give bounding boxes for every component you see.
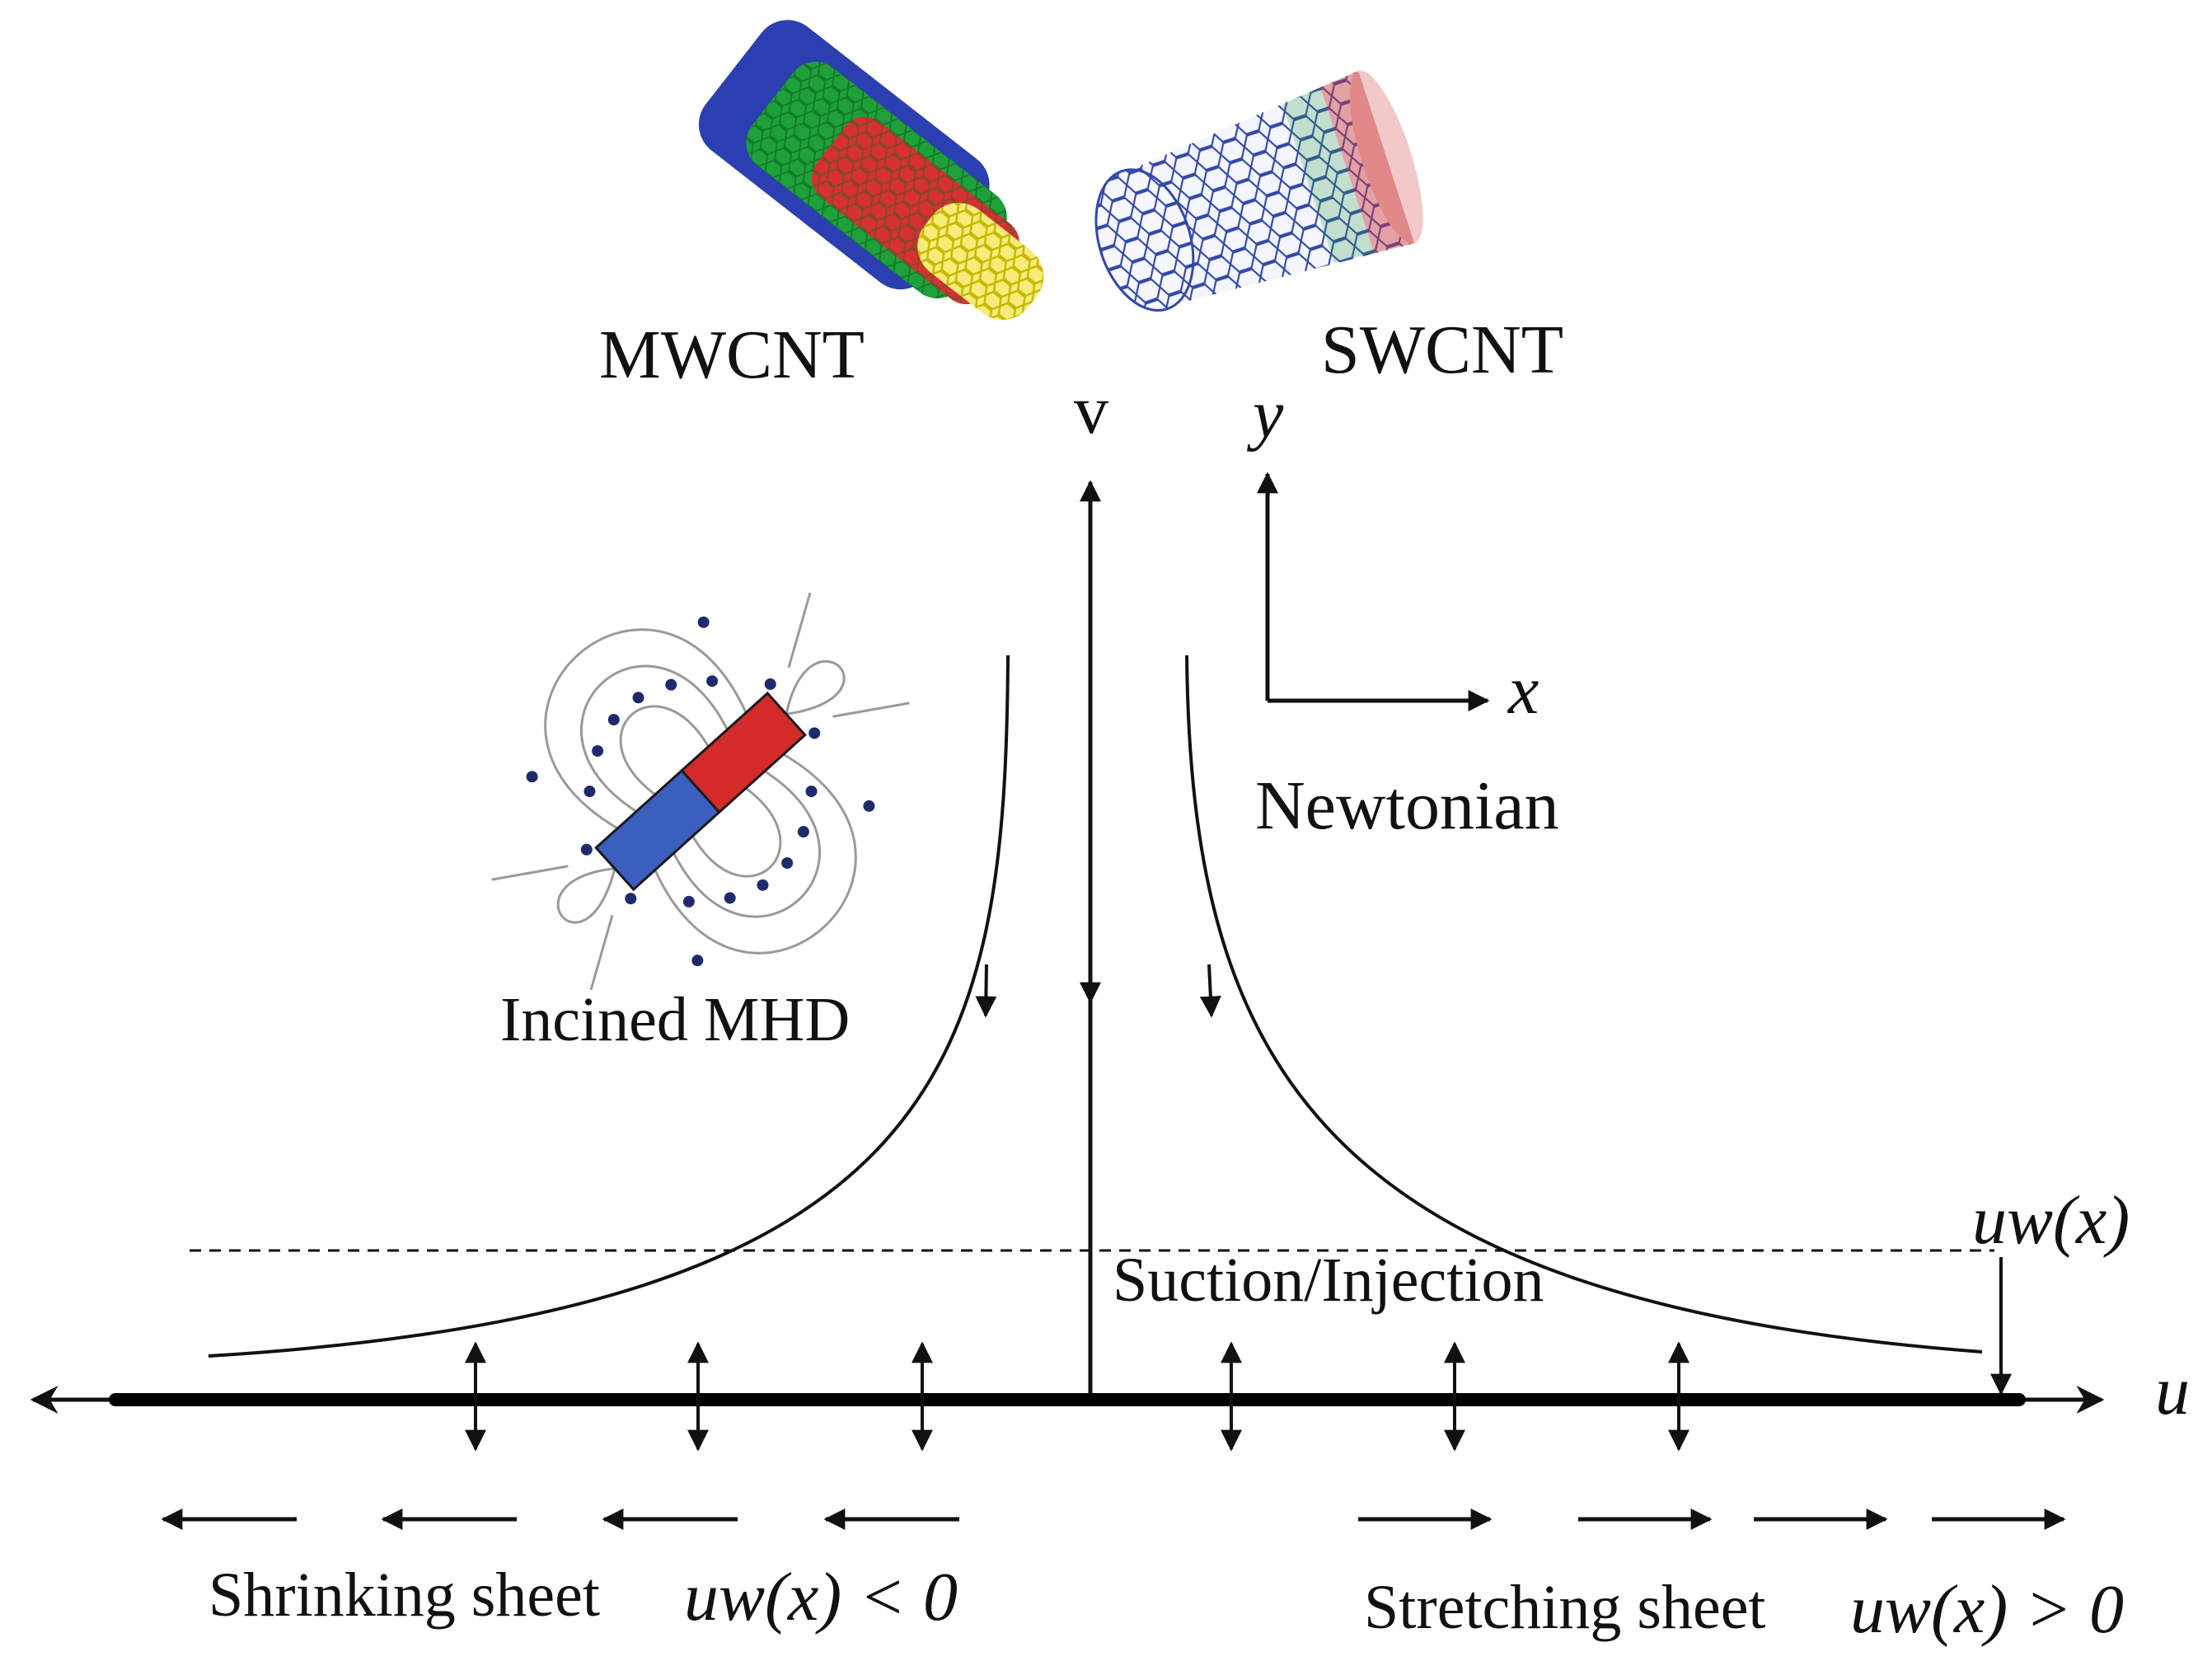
swcnt-nanotube-icon [1094, 70, 1423, 312]
mwcnt-label: MWCNT [599, 317, 865, 393]
u-axis-label: u [2155, 1353, 2190, 1429]
mhd-label: Incined MHD [500, 985, 850, 1054]
shrinking-sheet-label: Shrinking sheet [209, 1560, 600, 1630]
swcnt-label: SWCNT [1321, 312, 1563, 388]
stretching-condition-label: uw(x) > 0 [1850, 1571, 2124, 1648]
x-axis-label: x [1507, 652, 1539, 729]
bar-magnet-icon [491, 592, 910, 991]
left-streamline [208, 655, 1010, 1358]
fluid-type-label: Newtonian [1255, 767, 1559, 844]
right-streamline [1185, 655, 1983, 1354]
stretching-sheet-label: Stretching sheet [1364, 1573, 1766, 1642]
suction-injection-label: Suction/Injection [1113, 1246, 1544, 1315]
shrinking-condition-label: uw(x) < 0 [684, 1559, 958, 1635]
right-streamline-arrow [1199, 964, 1221, 1018]
xy-coordinate-axes [1257, 472, 1490, 711]
y-axis-label: y [1246, 376, 1284, 453]
suction-injection-arrows [465, 1341, 1689, 1452]
wall-velocity-label: uw(x) [1972, 1182, 2130, 1259]
v-axis-label: v [1074, 372, 1108, 448]
mwcnt-nanotube-icon [698, 20, 1044, 320]
